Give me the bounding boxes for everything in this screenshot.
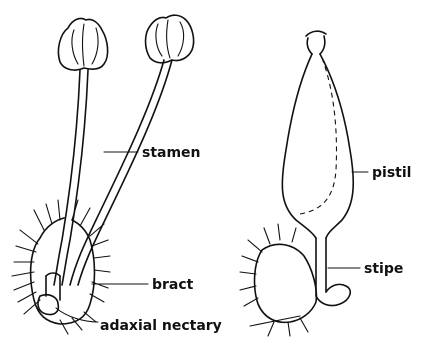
label-stipe: stipe (364, 261, 403, 277)
leader-lines (56, 152, 368, 326)
label-adaxial-nectary: adaxial nectary (100, 318, 222, 334)
label-stamen: stamen (142, 145, 201, 161)
label-pistil: pistil (372, 165, 411, 181)
stipe-shape (316, 238, 326, 296)
stamen-left (54, 18, 108, 285)
label-bract: bract (152, 277, 194, 293)
ovary (282, 54, 353, 238)
pistil (282, 31, 353, 296)
bract-right (255, 244, 351, 322)
